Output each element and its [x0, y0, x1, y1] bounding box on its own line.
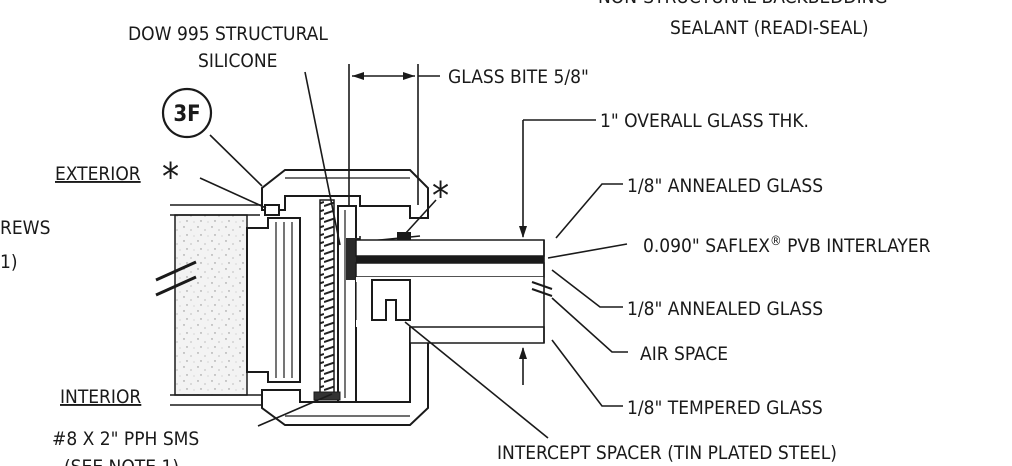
label-silicone: SILICONE [198, 50, 277, 72]
glass-bite-dimension [348, 64, 440, 205]
label-interior: INTERIOR [60, 386, 141, 408]
insulated-glass-unit [355, 239, 545, 344]
label-tempered: 1/8" TEMPERED GLASS [627, 397, 823, 419]
insulation-block [174, 214, 248, 396]
interlayer-reg: ® [770, 234, 782, 249]
interlayer-prefix: 0.090" SAFLEX [643, 235, 770, 257]
label-air-space: AIR SPACE [640, 343, 728, 365]
label-overall-thk: 1" OVERALL GLASS THK. [600, 110, 809, 132]
annealed-glass-top [355, 239, 545, 257]
asterisk-exterior: * [162, 155, 179, 199]
label-exterior: EXTERIOR [55, 163, 141, 185]
label-screw: #8 X 2" PPH SMS [52, 428, 199, 450]
interior-nose-piece [246, 217, 301, 383]
label-interlayer: 0.090" SAFLEX® PVB INTERLAYER [643, 234, 931, 257]
screw-shank [319, 199, 335, 397]
label-dow: DOW 995 STRUCTURAL [128, 23, 328, 45]
label-top-right-cut: NON-STRUCTURAL BACKBEDDING [598, 0, 888, 8]
label-annealed-bottom: 1/8" ANNEALED GLASS [627, 298, 823, 320]
overall-thickness-dimension [519, 119, 596, 385]
label-spacer: INTERCEPT SPACER (TIN PLATED STEEL) [497, 442, 837, 464]
label-annealed-top: 1/8" ANNEALED GLASS [627, 175, 823, 197]
tempered-glass [409, 326, 545, 344]
pvb-interlayer [356, 256, 544, 263]
leader-lines [199, 71, 628, 439]
label-see-note: (SEE NOTE 1) [64, 456, 179, 466]
label-left-cut-1: REWS [0, 217, 50, 239]
annealed-glass-bottom [355, 262, 545, 278]
detail-tag-bubble: 3F [161, 87, 213, 139]
intercept-spacer [371, 279, 411, 321]
break-symbol-glass [531, 281, 553, 297]
label-glass-bite: GLASS BITE 5/8" [448, 66, 589, 88]
label-sealant: SEALANT (READI-SEAL) [670, 17, 869, 39]
break-symbol-left [155, 260, 197, 297]
detail-tag: 3F [173, 102, 200, 127]
frame-outline [261, 169, 429, 219]
label-left-cut-2: 1) [0, 251, 18, 273]
interlayer-suffix: PVB INTERLAYER [782, 235, 931, 257]
asterisk-right: * [432, 174, 449, 218]
